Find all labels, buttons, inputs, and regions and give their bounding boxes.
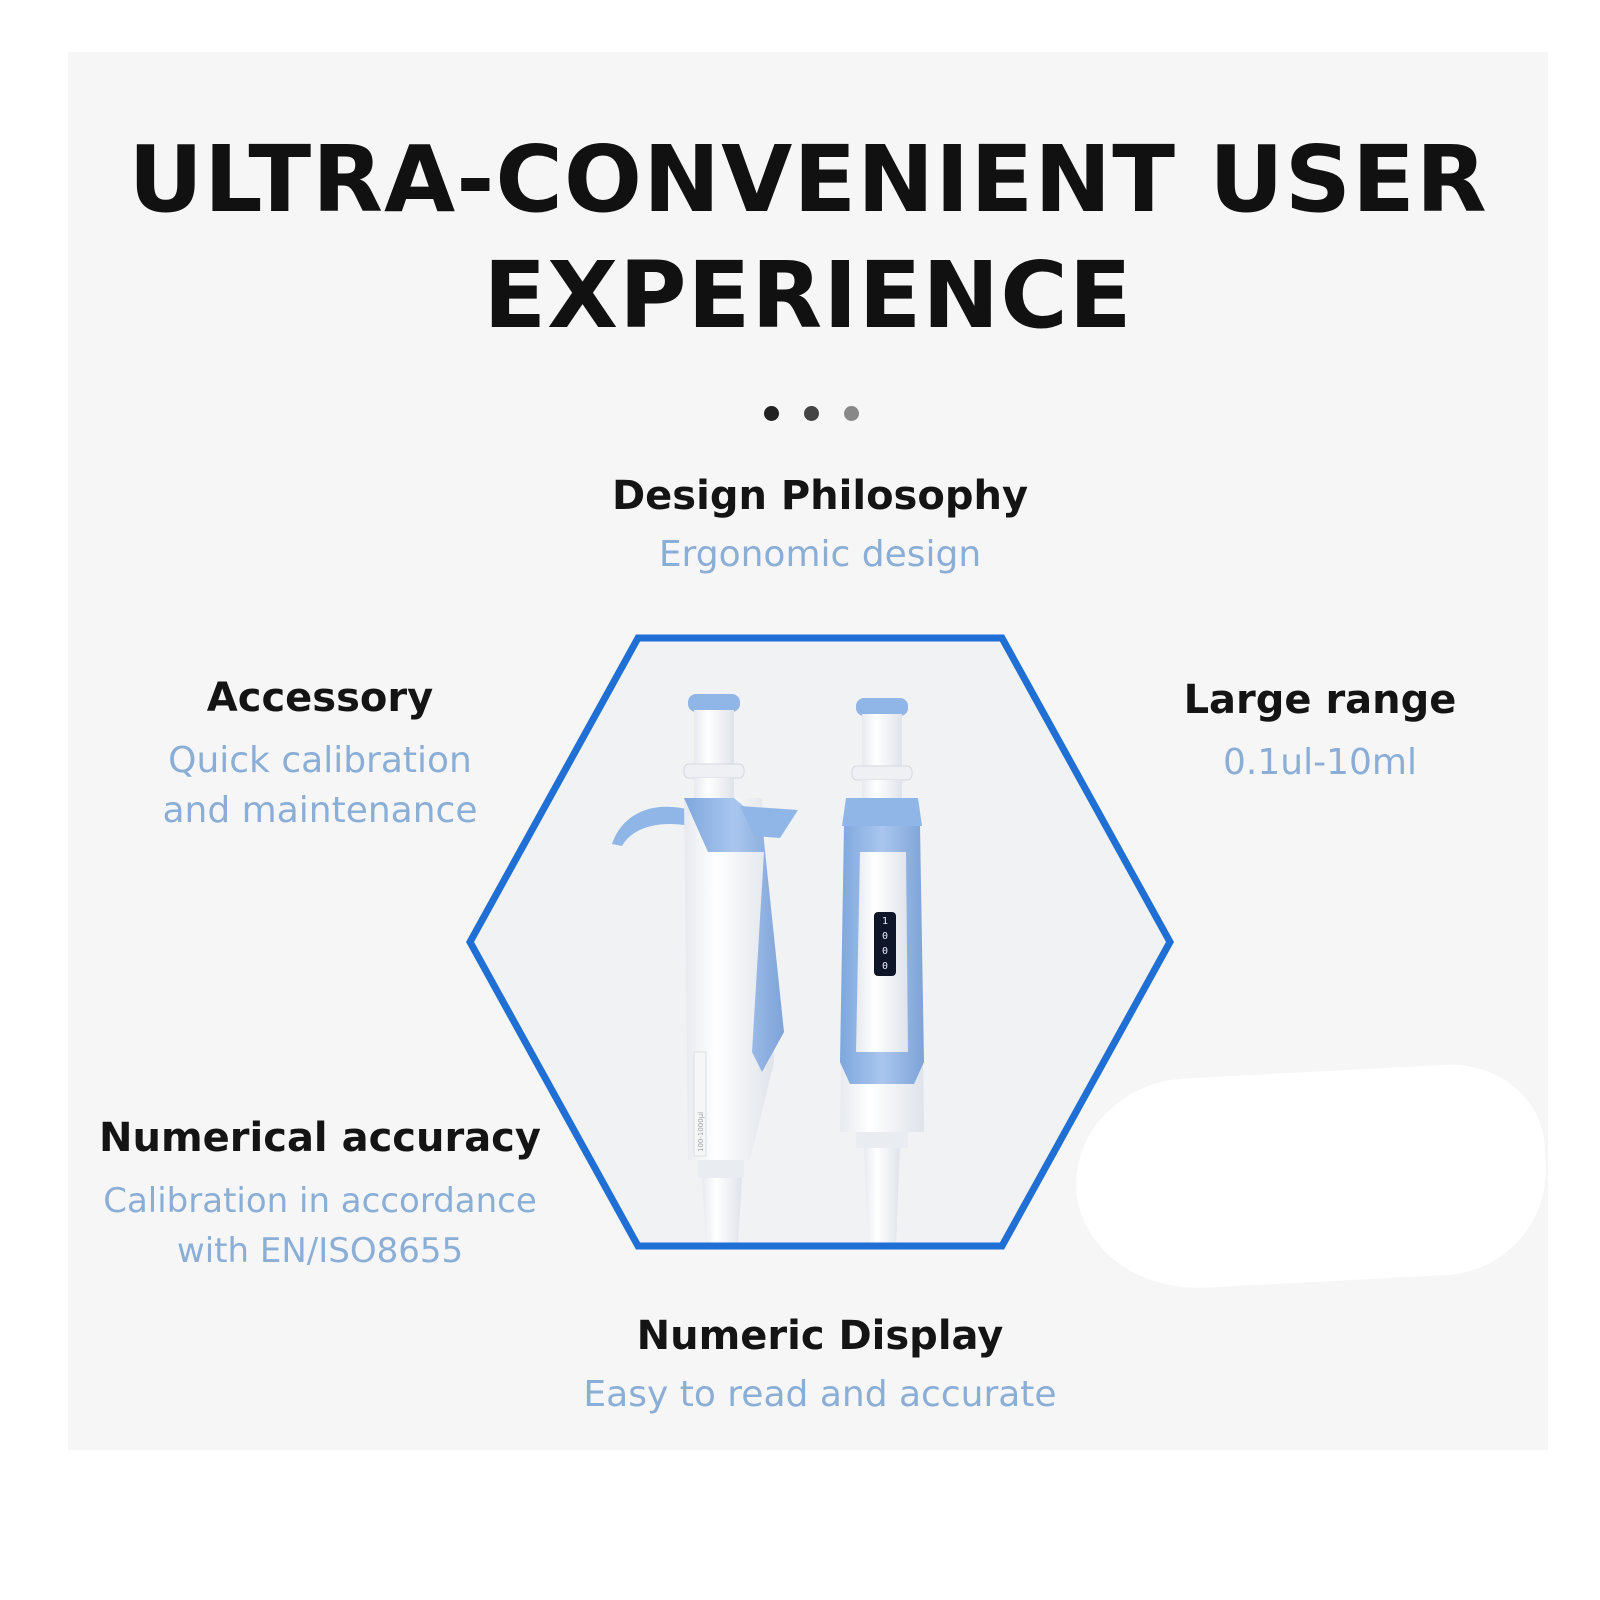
pager-dot-3[interactable] <box>844 406 859 421</box>
carousel-pager <box>0 406 1600 422</box>
feature-large-range: Large range 0.1ul-10ml <box>1140 674 1500 788</box>
feature-title: Design Philosophy <box>611 473 1029 519</box>
headline-line-1: ULTRA-CONVENIENT USER <box>128 126 1488 233</box>
white-overlay-shape <box>1070 1059 1552 1295</box>
pipette-left <box>612 694 798 1246</box>
headline-line-2: EXPERIENCE <box>483 242 1133 349</box>
feature-desc: Calibration in accordance with EN/ISO865… <box>103 1181 537 1271</box>
pager-dot-1[interactable] <box>764 406 779 421</box>
feature-title: Numeric Display <box>636 1313 1004 1359</box>
display-digit-3: 0 <box>882 946 888 957</box>
pipette-illustration <box>612 694 924 1246</box>
product-hexagon: 1 0 0 0 100-1000μl <box>466 634 1174 1250</box>
hexagon-border <box>466 634 1174 1250</box>
feature-title: Numerical accuracy <box>99 1115 541 1161</box>
page-headline: ULTRA-CONVENIENT USER EXPERIENCE <box>68 122 1548 354</box>
feature-design-philosophy: Design Philosophy Ergonomic design <box>500 470 1140 580</box>
feature-title: Large range <box>1183 677 1457 723</box>
display-digit-4: 0 <box>882 961 888 972</box>
feature-desc: Quick calibration and maintenance <box>162 740 478 831</box>
feature-accessory: Accessory Quick calibration and maintena… <box>120 672 520 836</box>
feature-numerical-accuracy: Numerical accuracy Calibration in accord… <box>80 1112 560 1276</box>
display-digit-2: 0 <box>882 931 888 942</box>
feature-numeric-display: Numeric Display Easy to read and accurat… <box>480 1310 1160 1420</box>
feature-desc: Ergonomic design <box>658 534 982 575</box>
pipette-right <box>840 698 924 1246</box>
feature-desc: Easy to read and accurate <box>583 1374 1057 1415</box>
hexagon-fill <box>470 638 1170 1246</box>
pager-dot-2[interactable] <box>804 406 819 421</box>
digit-display <box>874 912 896 976</box>
feature-desc: 0.1ul-10ml <box>1223 742 1417 783</box>
pipette-side-label: 100-1000μl <box>697 1112 705 1152</box>
feature-title: Accessory <box>206 675 434 721</box>
display-digit-1: 1 <box>882 916 888 927</box>
